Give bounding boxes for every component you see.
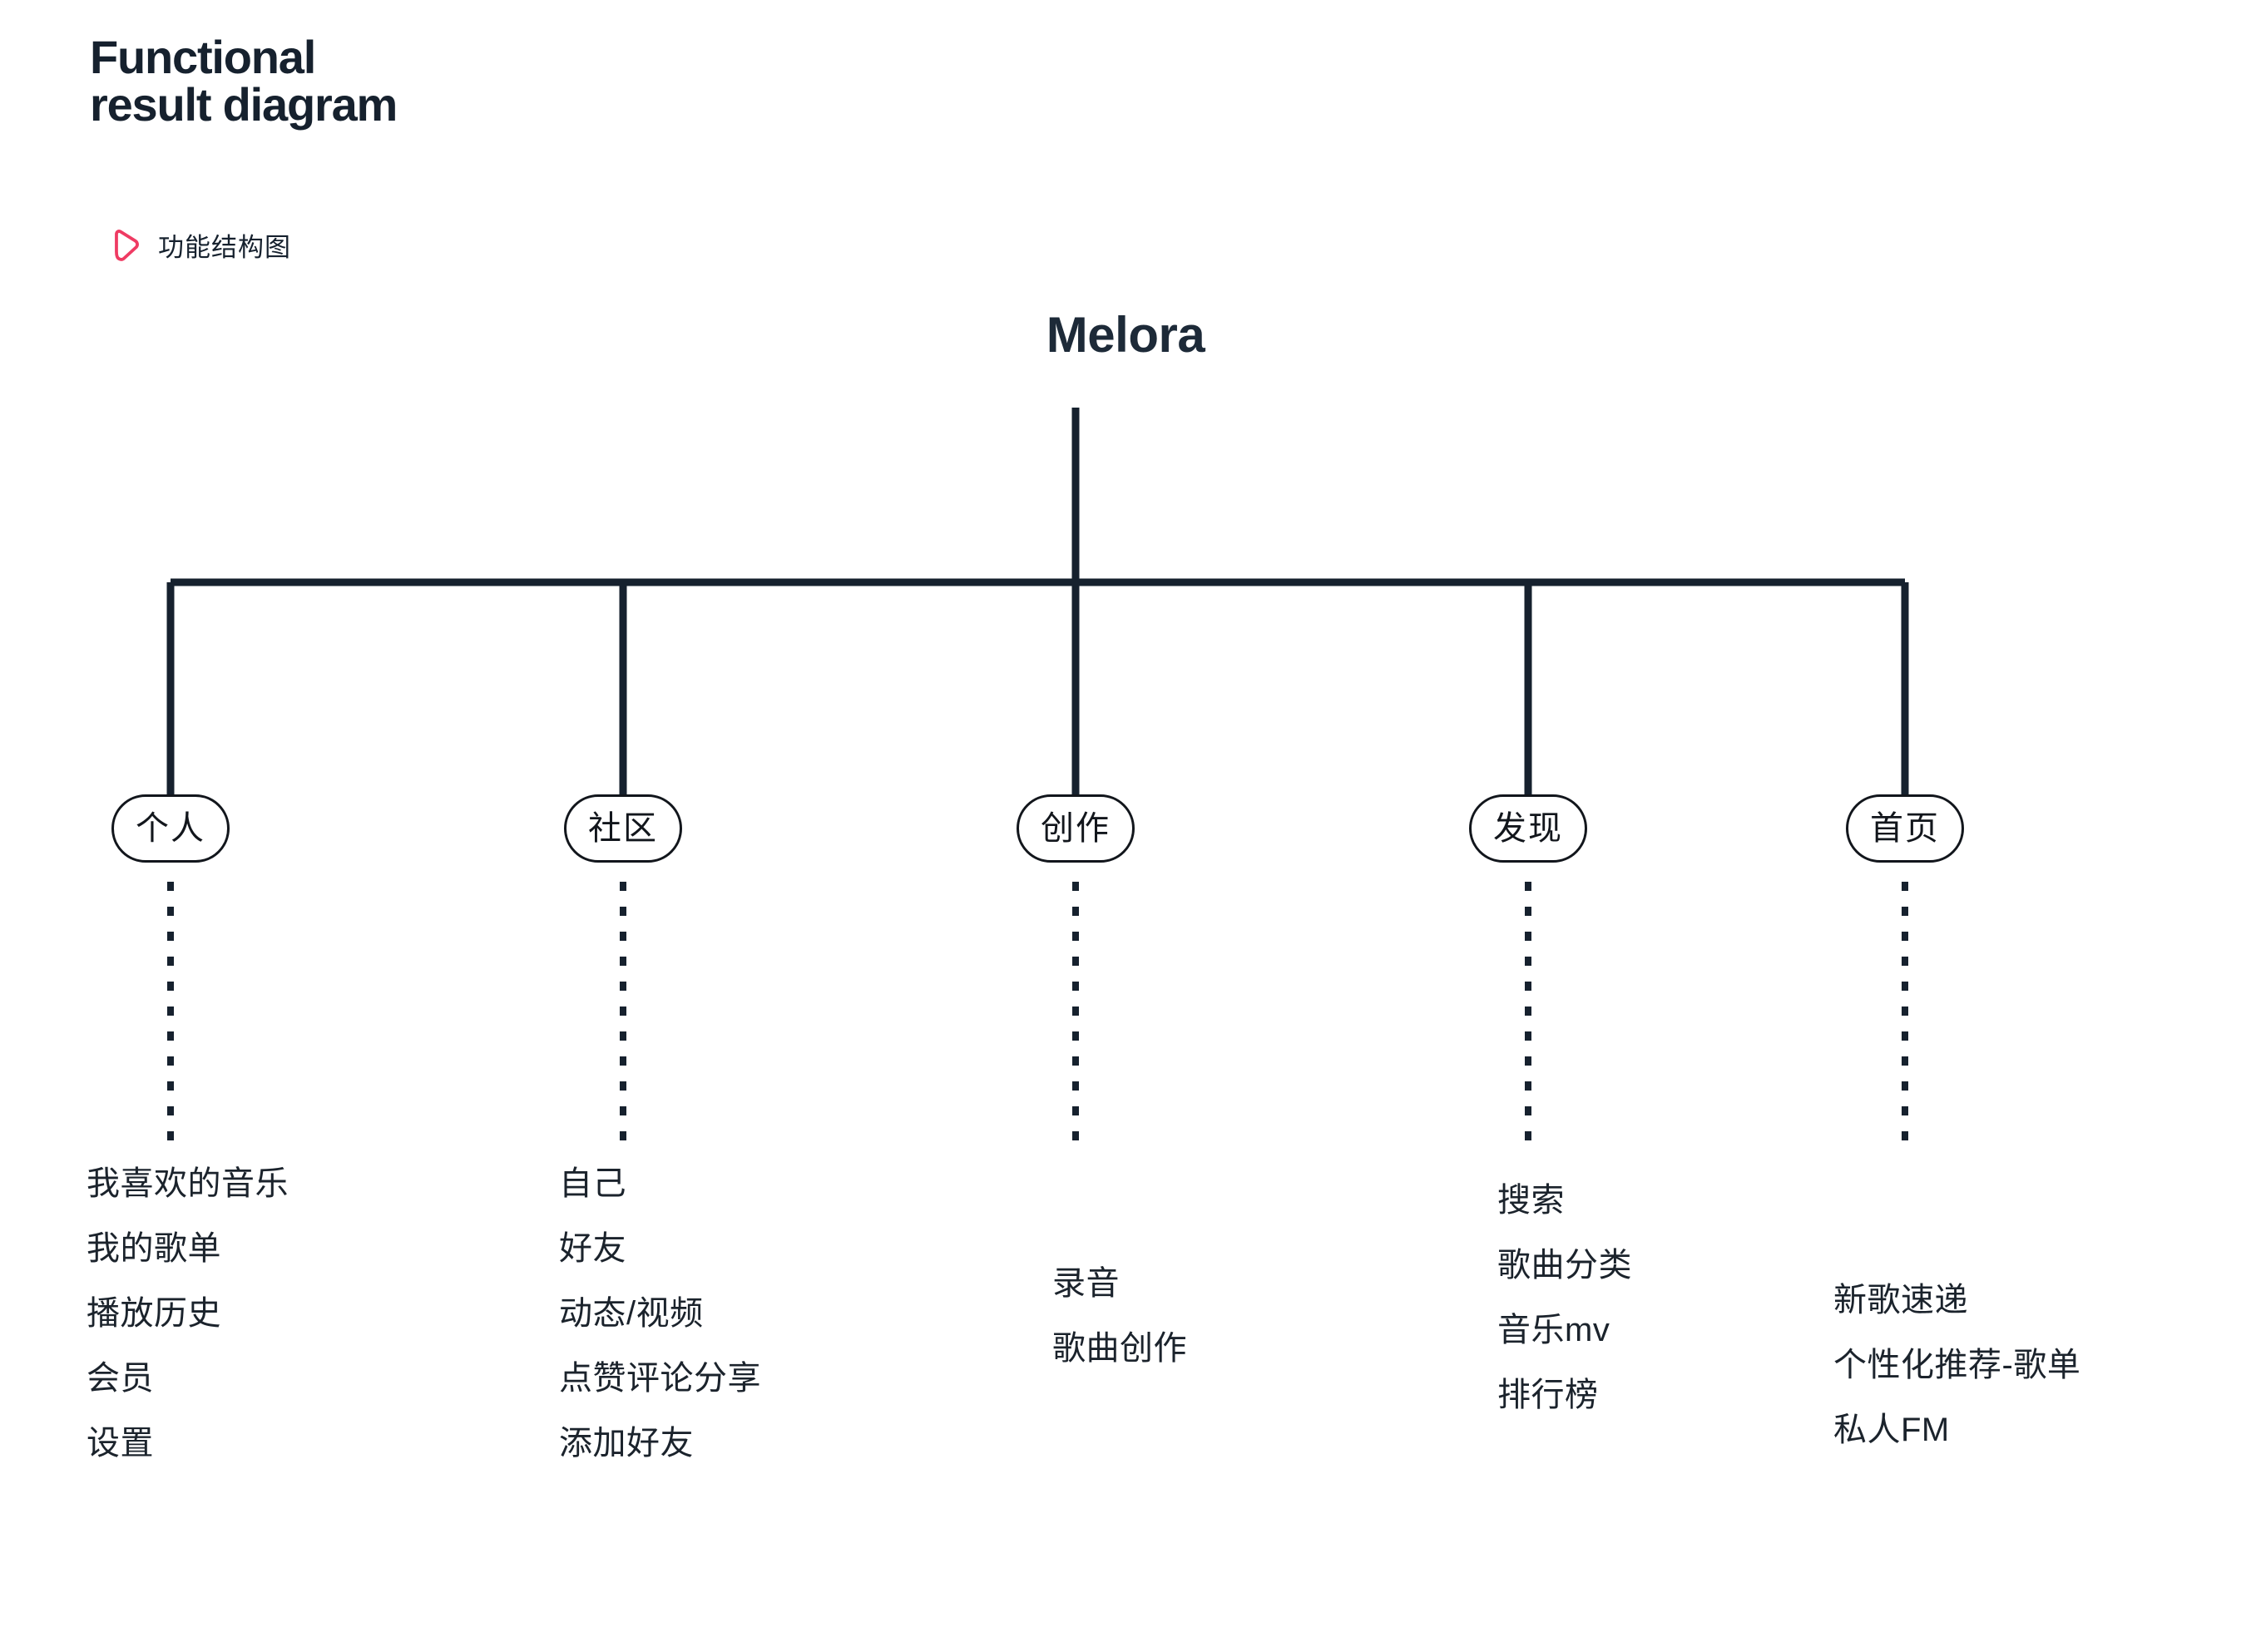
branch-node-label: 个人: [136, 810, 205, 847]
leaf-item[interactable]: 点赞评论分享: [559, 1360, 761, 1397]
leaf-item[interactable]: 会员: [87, 1360, 154, 1397]
subtitle-text: 功能结构图: [158, 233, 291, 262]
branch-node-personal[interactable]: 个人: [111, 794, 230, 863]
page-title-line-2: result diagram: [90, 78, 398, 131]
leaf-item[interactable]: 歌曲分类: [1497, 1247, 1632, 1284]
leaf-item[interactable]: 设置: [87, 1425, 154, 1462]
leaf-item[interactable]: 音乐mv: [1497, 1312, 1610, 1348]
leaf-item[interactable]: 自己: [559, 1165, 626, 1202]
branch-node-label: 社区: [588, 810, 658, 847]
leaf-item[interactable]: 我的歌单: [87, 1230, 221, 1267]
leaf-item[interactable]: 新歌速递: [1833, 1282, 1968, 1318]
leaf-list-create: 录音 歌曲创作: [1052, 1267, 1187, 1365]
branch-node-label: 创作: [1041, 810, 1111, 847]
page-header: Functional result diagram: [90, 31, 398, 131]
leaf-item[interactable]: 我喜欢的音乐: [87, 1165, 289, 1202]
branch-node-create[interactable]: 创作: [1017, 794, 1135, 863]
branch-node-label: 首页: [1870, 810, 1940, 847]
branch-node-label: 发现: [1493, 810, 1563, 847]
leaf-list-community: 自己 好友 动态/视频 点赞评论分享 添加好友: [559, 1167, 761, 1460]
play-triangle-icon: [115, 229, 139, 261]
leaf-item[interactable]: 个性化推荐-歌单: [1833, 1347, 2081, 1383]
leaf-list-discover: 搜索 歌曲分类 音乐mv 排行榜: [1497, 1184, 1632, 1412]
branch-node-community[interactable]: 社区: [564, 794, 682, 863]
leaf-item[interactable]: 歌曲创作: [1052, 1330, 1187, 1367]
branch-node-home[interactable]: 首页: [1846, 794, 1964, 863]
leaf-item[interactable]: 好友: [559, 1230, 626, 1267]
branch-node-discover[interactable]: 发现: [1469, 794, 1587, 863]
leaf-item[interactable]: 搜索: [1497, 1182, 1565, 1219]
subtitle-row: 功能结构图: [108, 226, 291, 264]
leaf-item[interactable]: 播放历史: [87, 1295, 221, 1332]
leaf-item[interactable]: 添加好友: [559, 1425, 694, 1462]
leaf-item[interactable]: 排行榜: [1497, 1377, 1599, 1413]
leaf-item[interactable]: 录音: [1052, 1265, 1120, 1302]
leaf-item[interactable]: 私人FM: [1833, 1412, 1950, 1448]
page-title-line-1: Functional: [90, 31, 316, 83]
leaf-item[interactable]: 动态/视频: [559, 1295, 704, 1332]
leaf-list-home: 新歌速递 个性化推荐-歌单 私人FM: [1833, 1284, 2080, 1447]
leaf-list-personal: 我喜欢的音乐 我的歌单 播放历史 会员 设置: [87, 1167, 289, 1460]
